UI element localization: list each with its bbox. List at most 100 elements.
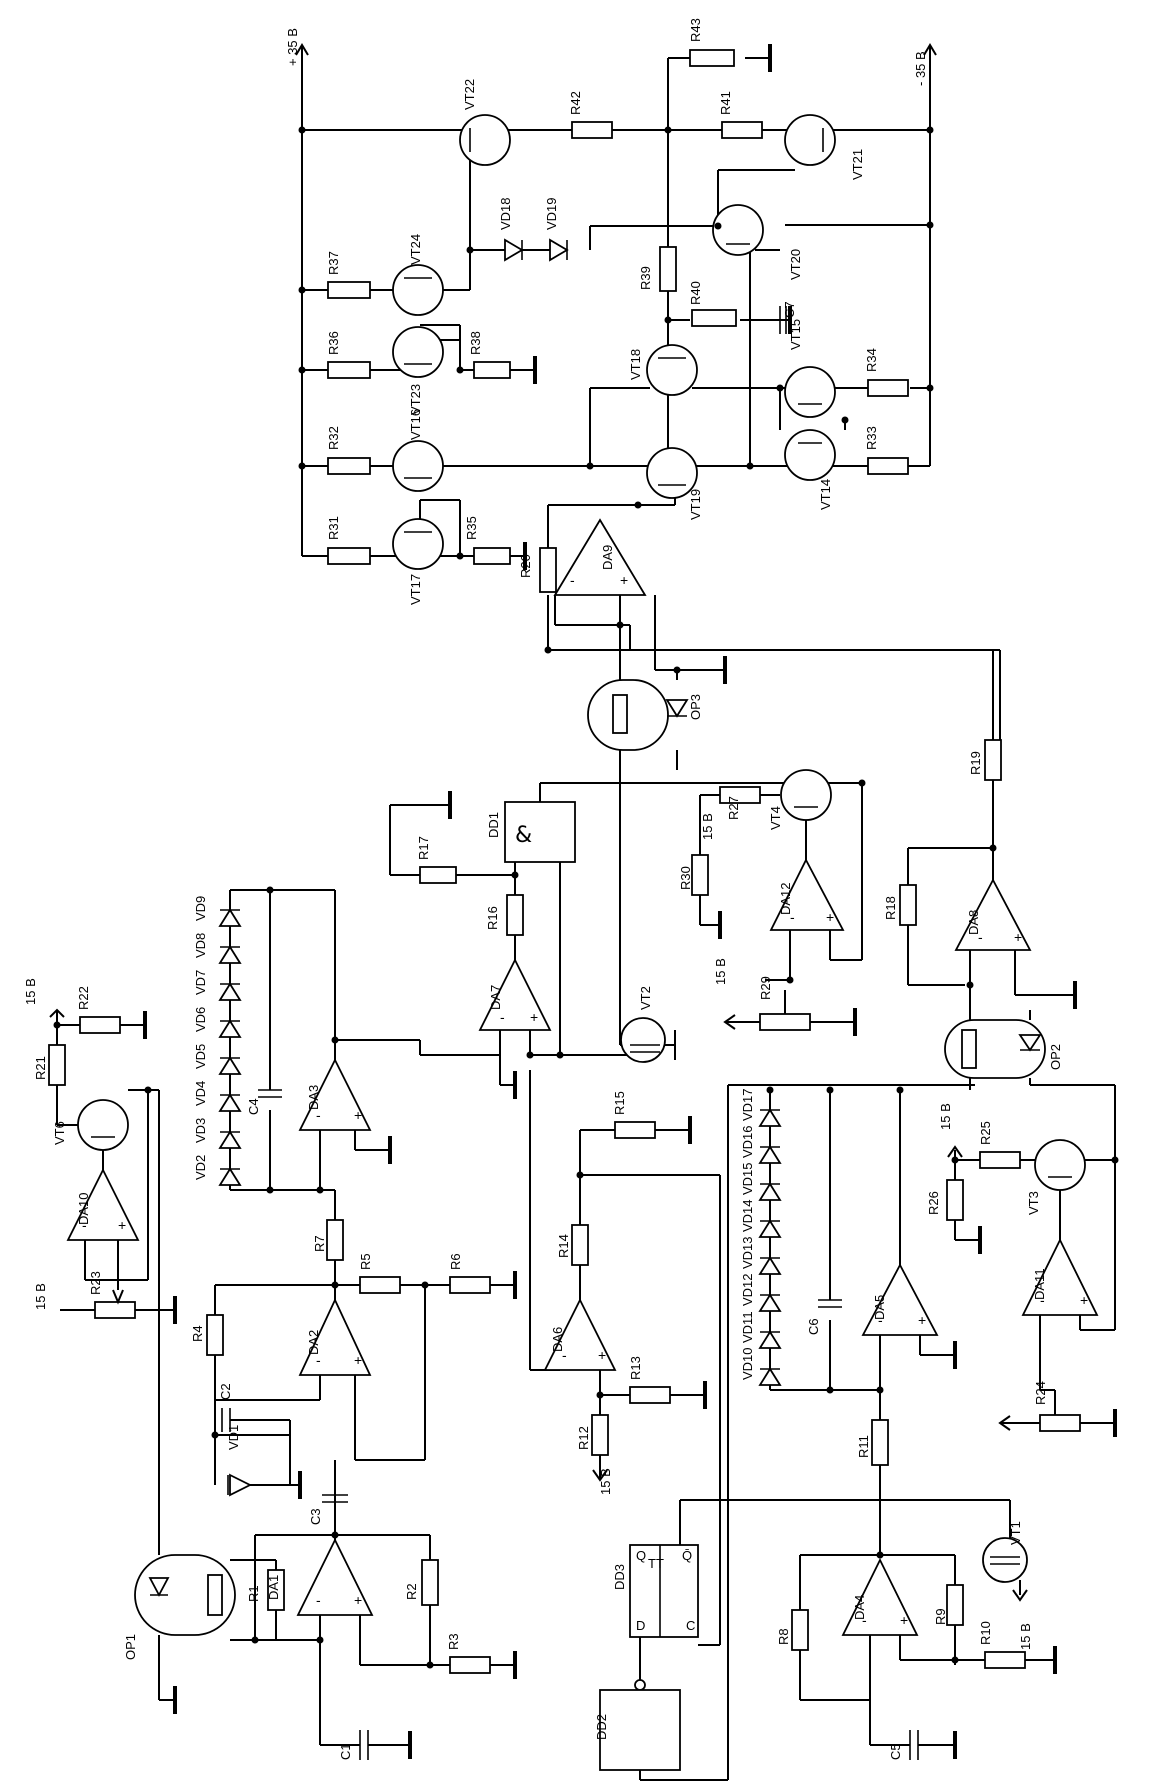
transistor-label-vt24: VT24 bbox=[408, 234, 423, 265]
diode-label-vd2: VD2 bbox=[193, 1155, 208, 1180]
resistor-label-r42: R42 bbox=[568, 91, 583, 115]
resistor-label-r8: R8 bbox=[776, 1628, 791, 1645]
resistor-label-r15: R15 bbox=[612, 1091, 627, 1115]
transistor-label-vt19: VT19 bbox=[688, 489, 703, 520]
resistor-label-r33: R33 bbox=[864, 426, 879, 450]
diode-chain-vd2-vd9 bbox=[218, 908, 242, 1186]
da1-block bbox=[134, 1090, 517, 1760]
diode-label-vd12: VD12 bbox=[740, 1273, 755, 1306]
diode-symbol bbox=[218, 982, 242, 1001]
noninverting-input-sign: + bbox=[900, 1612, 908, 1628]
diode-label-vd18: VD18 bbox=[498, 197, 513, 230]
resistor-label-r11: R11 bbox=[856, 1435, 871, 1458]
capacitor-label-c6: C6 bbox=[806, 1318, 821, 1335]
output-junctions bbox=[298, 126, 934, 560]
resistor-label-r39: R39 bbox=[638, 266, 653, 290]
inverting-input-sign: - bbox=[862, 1612, 867, 1628]
resistor-label-r9: R9 bbox=[933, 1608, 948, 1625]
resistor-label-r40: R40 bbox=[688, 281, 703, 305]
opamp-label-da7: DA7 bbox=[488, 985, 503, 1010]
diode-label-vd6: VD6 bbox=[193, 1007, 208, 1032]
diode-label-vd3: VD3 bbox=[193, 1118, 208, 1143]
transistor-label-vt21: VT21 bbox=[850, 149, 865, 180]
resistor-label-r37: R37 bbox=[326, 251, 341, 275]
dd3-q-label: Q bbox=[636, 1548, 646, 1563]
output-resistors bbox=[327, 49, 909, 593]
resistor-label-r17: R17 bbox=[416, 836, 431, 860]
diode-chain-vd10-vd17 bbox=[758, 1108, 782, 1386]
transistor-label-vt4: VT4 bbox=[768, 806, 783, 830]
opamp-label-da2: DA2 bbox=[306, 1330, 321, 1355]
noninverting-input-sign: + bbox=[530, 1009, 538, 1025]
resistor-label-r2: R2 bbox=[404, 1583, 419, 1600]
inverting-input-sign: - bbox=[500, 1009, 505, 1025]
supply-rail-negative: - 35 В bbox=[913, 43, 937, 466]
resistor-label-r30: R30 bbox=[678, 866, 693, 890]
diode-label-vd14: VD14 bbox=[740, 1199, 755, 1232]
resistor-label-r34: R34 bbox=[864, 348, 879, 372]
opamp-label-da4: DA4 bbox=[852, 1595, 867, 1620]
resistor-label-r1: R1 bbox=[246, 1585, 261, 1602]
flipflop-dd3-dd2 bbox=[599, 1084, 1011, 1781]
resistor-label-r4: R4 bbox=[190, 1325, 205, 1342]
resistor-label-r25: R25 bbox=[978, 1121, 993, 1145]
capacitor-label-c2: C2 bbox=[218, 1383, 233, 1400]
transistor-label-vt6: VT6 bbox=[52, 1121, 67, 1145]
transistor-label-vt20: VT20 bbox=[788, 249, 803, 280]
dd3-tt-label: TT bbox=[648, 1556, 664, 1571]
noninverting-input-sign: + bbox=[118, 1217, 126, 1233]
diode-symbol bbox=[758, 1108, 782, 1127]
logic-label-dd3: DD3 bbox=[612, 1564, 627, 1590]
supply-15v-label: 15 В bbox=[33, 1283, 48, 1310]
inverting-input-sign: - bbox=[1040, 1292, 1045, 1308]
opamp-label-da10: DA10 bbox=[76, 1192, 91, 1225]
diode-symbol bbox=[218, 1093, 242, 1112]
transistor-label-vt2: VT2 bbox=[638, 986, 653, 1010]
transistor-label-vt23: VT23 bbox=[408, 384, 423, 415]
resistor-label-r31: R31 bbox=[326, 516, 341, 540]
da10-vt6 bbox=[48, 1008, 177, 1324]
inverting-input-sign: - bbox=[790, 909, 795, 925]
resistor-label-r38: R38 bbox=[468, 331, 483, 355]
resistor-label-r23: R23 bbox=[88, 1271, 103, 1295]
noninverting-input-sign: + bbox=[918, 1312, 926, 1328]
diode-label-vd8: VD8 bbox=[193, 933, 208, 958]
diode-label-vd9: VD9 bbox=[193, 896, 208, 921]
opamp-label-da11: DA11 bbox=[1032, 1268, 1047, 1300]
resistor-label-r22: R22 bbox=[76, 986, 91, 1010]
resistor-label-r3: R3 bbox=[446, 1633, 461, 1650]
resistor-label-r13: R13 bbox=[628, 1356, 643, 1380]
inverting-input-sign: - bbox=[978, 929, 983, 945]
diode-symbol bbox=[218, 1056, 242, 1075]
noninverting-input-sign: + bbox=[354, 1592, 362, 1608]
resistor-label-r26: R26 bbox=[926, 1191, 941, 1215]
resistor-label-r20: R20 bbox=[518, 554, 533, 578]
diode-symbol bbox=[758, 1293, 782, 1312]
diode-label-vd16: VD16 bbox=[740, 1125, 755, 1158]
resistor-label-r10: R10 bbox=[978, 1621, 993, 1645]
diode-symbol bbox=[218, 1130, 242, 1149]
resistor-label-r19: R19 bbox=[968, 751, 983, 775]
da3-block bbox=[218, 889, 500, 1285]
dd3-c-label: C bbox=[686, 1618, 695, 1633]
transistor-label-vt1: VT1 bbox=[1008, 1521, 1023, 1545]
noninverting-input-sign: + bbox=[598, 1347, 606, 1363]
diode-label-vd1: VD1 bbox=[226, 1425, 241, 1450]
diode-symbol bbox=[218, 945, 242, 964]
diode-symbol bbox=[758, 1182, 782, 1201]
da2-block bbox=[206, 1271, 517, 1540]
resistor-label-r5: R5 bbox=[358, 1253, 373, 1270]
transistor-label-vt22: VT22 bbox=[462, 79, 477, 110]
diode-label-vd10: VD10 bbox=[740, 1347, 755, 1380]
transistor-label-vt15: VT15 bbox=[788, 319, 803, 350]
optocoupler-label-op3: OP3 bbox=[688, 694, 703, 720]
opamp-label-da1: DA1 bbox=[266, 1575, 281, 1600]
noninverting-input-sign: + bbox=[354, 1107, 362, 1123]
noninverting-input-sign: + bbox=[354, 1352, 362, 1368]
noninverting-input-sign: + bbox=[1080, 1292, 1088, 1308]
transistor-label-vt14: VT14 bbox=[818, 479, 833, 510]
opamp-label-da3: DA3 bbox=[306, 1085, 321, 1110]
inverting-input-sign: - bbox=[316, 1107, 321, 1123]
resistor-label-r12: R12 bbox=[576, 1426, 591, 1450]
